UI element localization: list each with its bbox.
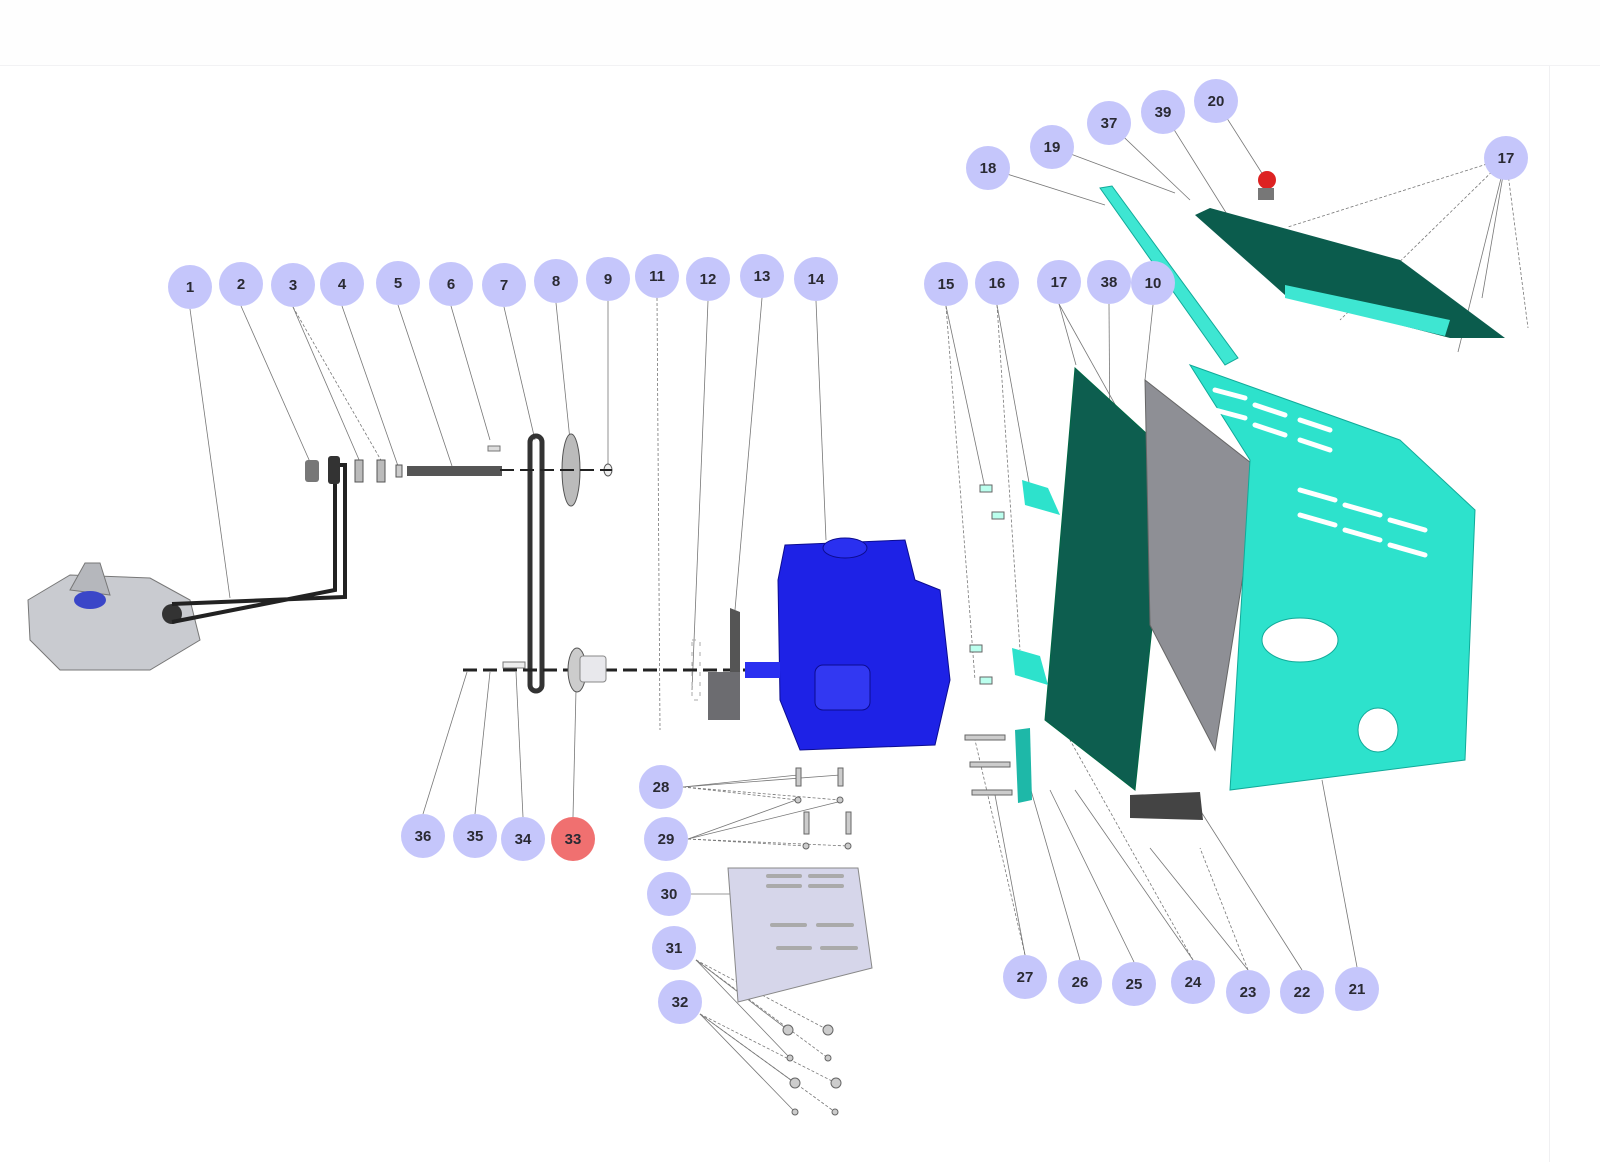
callout-7[interactable]: 7 bbox=[482, 263, 526, 307]
callout-9[interactable]: 9 bbox=[586, 257, 630, 301]
callout-39[interactable]: 39 bbox=[1141, 90, 1185, 134]
insulation-part-10 bbox=[1144, 378, 1261, 752]
callout-31[interactable]: 31 bbox=[652, 926, 696, 970]
callout-23[interactable]: 23 bbox=[1226, 970, 1270, 1014]
cover-part-21 bbox=[1188, 364, 1476, 791]
belt-part-7 bbox=[527, 433, 545, 694]
callout-22[interactable]: 22 bbox=[1280, 970, 1324, 1014]
top-bar bbox=[0, 0, 1600, 66]
callout-10[interactable]: 10 bbox=[1131, 261, 1175, 305]
parts-diagram-canvas bbox=[0, 66, 1550, 1162]
callout-2[interactable]: 2 bbox=[219, 262, 263, 306]
shaft-part-5 bbox=[407, 466, 502, 476]
pulley-hub-part-2 bbox=[305, 460, 319, 482]
callout-29[interactable]: 29 bbox=[644, 817, 688, 861]
callout-27[interactable]: 27 bbox=[1003, 955, 1047, 999]
handle-part-22 bbox=[1130, 792, 1203, 820]
callout-37[interactable]: 37 bbox=[1087, 101, 1131, 145]
callout-32[interactable]: 32 bbox=[658, 980, 702, 1024]
callout-35[interactable]: 35 bbox=[453, 814, 497, 858]
callout-16[interactable]: 16 bbox=[975, 261, 1019, 305]
bracket-part-16 bbox=[1022, 480, 1060, 515]
callout-18[interactable]: 18 bbox=[966, 146, 1010, 190]
callout-4[interactable]: 4 bbox=[320, 262, 364, 306]
callout-19[interactable]: 19 bbox=[1030, 125, 1074, 169]
callout-15[interactable]: 15 bbox=[924, 262, 968, 306]
stop-button-part-20 bbox=[1258, 171, 1276, 189]
callout-5[interactable]: 5 bbox=[376, 261, 420, 305]
callout-36[interactable]: 36 bbox=[401, 814, 445, 858]
callout-17[interactable]: 17 bbox=[1037, 260, 1081, 304]
callout-17-top[interactable]: 17 bbox=[1484, 136, 1528, 180]
plate-part-26 bbox=[1015, 728, 1032, 803]
top-panel-part-39 bbox=[1195, 208, 1505, 338]
callout-3[interactable]: 3 bbox=[271, 263, 315, 307]
callout-24[interactable]: 24 bbox=[1171, 960, 1215, 1004]
callout-8[interactable]: 8 bbox=[534, 259, 578, 303]
leader-lines bbox=[189, 100, 1529, 1113]
bracket-part-13 bbox=[708, 672, 740, 720]
skid-plate-part-30 bbox=[727, 867, 873, 1003]
callout-30[interactable]: 30 bbox=[647, 872, 691, 916]
engine-part-14 bbox=[745, 537, 951, 751]
callout-14[interactable]: 14 bbox=[794, 257, 838, 301]
callout-13[interactable]: 13 bbox=[740, 254, 784, 298]
callout-6[interactable]: 6 bbox=[429, 262, 473, 306]
callout-28[interactable]: 28 bbox=[639, 765, 683, 809]
callout-26[interactable]: 26 bbox=[1058, 960, 1102, 1004]
callout-34[interactable]: 34 bbox=[501, 817, 545, 861]
callout-20[interactable]: 20 bbox=[1194, 79, 1238, 123]
callout-25[interactable]: 25 bbox=[1112, 962, 1156, 1006]
callout-11[interactable]: 11 bbox=[635, 254, 679, 298]
callout-12[interactable]: 12 bbox=[686, 257, 730, 301]
callout-1[interactable]: 1 bbox=[168, 265, 212, 309]
callout-38[interactable]: 38 bbox=[1087, 260, 1131, 304]
belt-part-1 bbox=[171, 463, 347, 624]
callout-21[interactable]: 21 bbox=[1335, 967, 1379, 1011]
callout-33-selected[interactable]: 33 bbox=[551, 817, 595, 861]
gearbox-part-1 bbox=[27, 562, 201, 671]
side-panel-part-38 bbox=[1044, 366, 1171, 791]
